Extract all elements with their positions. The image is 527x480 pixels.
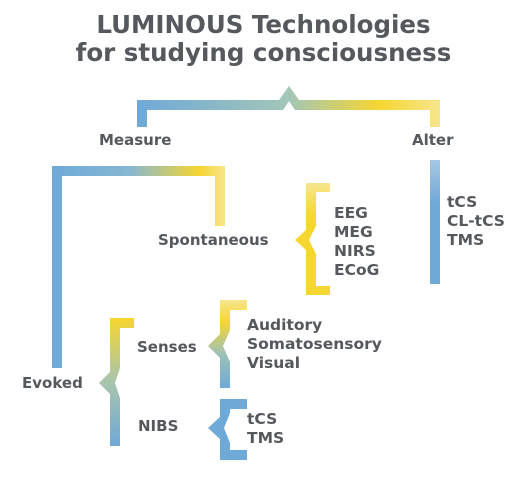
list-item: TMS xyxy=(247,429,285,447)
nibs-brace xyxy=(208,399,247,460)
root-bracket xyxy=(137,86,440,127)
list-item: Somatosensory xyxy=(247,335,382,353)
evoked-brace xyxy=(99,318,134,446)
senses-brace xyxy=(208,300,247,388)
senses-list: Auditory Somatosensory Visual xyxy=(247,316,382,373)
list-item: ECoG xyxy=(334,261,380,279)
node-nibs: NIBS xyxy=(138,417,179,435)
spontaneous-list: EEG MEG NIRS ECoG xyxy=(334,204,379,280)
node-spontaneous: Spontaneous xyxy=(158,231,269,249)
list-item: tCS xyxy=(247,410,278,428)
list-item: Auditory xyxy=(247,316,323,334)
diagram-title-line2: for studying consciousness xyxy=(75,38,452,67)
node-measure: Measure xyxy=(99,131,172,149)
list-item: MEG xyxy=(334,223,373,241)
list-item: Visual xyxy=(247,354,301,372)
list-item: NIRS xyxy=(334,242,376,260)
node-alter: Alter xyxy=(412,131,454,149)
nibs-list: tCS TMS xyxy=(247,410,284,448)
node-evoked: Evoked xyxy=(22,374,83,392)
list-item: CL-tCS xyxy=(447,212,505,230)
node-senses: Senses xyxy=(137,338,197,356)
list-item: tCS xyxy=(447,193,478,211)
alter-list: tCS CL-tCS TMS xyxy=(447,193,505,250)
list-item: EEG xyxy=(334,204,368,222)
alter-list-bar xyxy=(430,160,440,284)
list-item: TMS xyxy=(447,231,485,249)
diagram-title-line1: LUMINOUS Technologies xyxy=(96,10,431,39)
spontaneous-brace xyxy=(295,183,330,295)
